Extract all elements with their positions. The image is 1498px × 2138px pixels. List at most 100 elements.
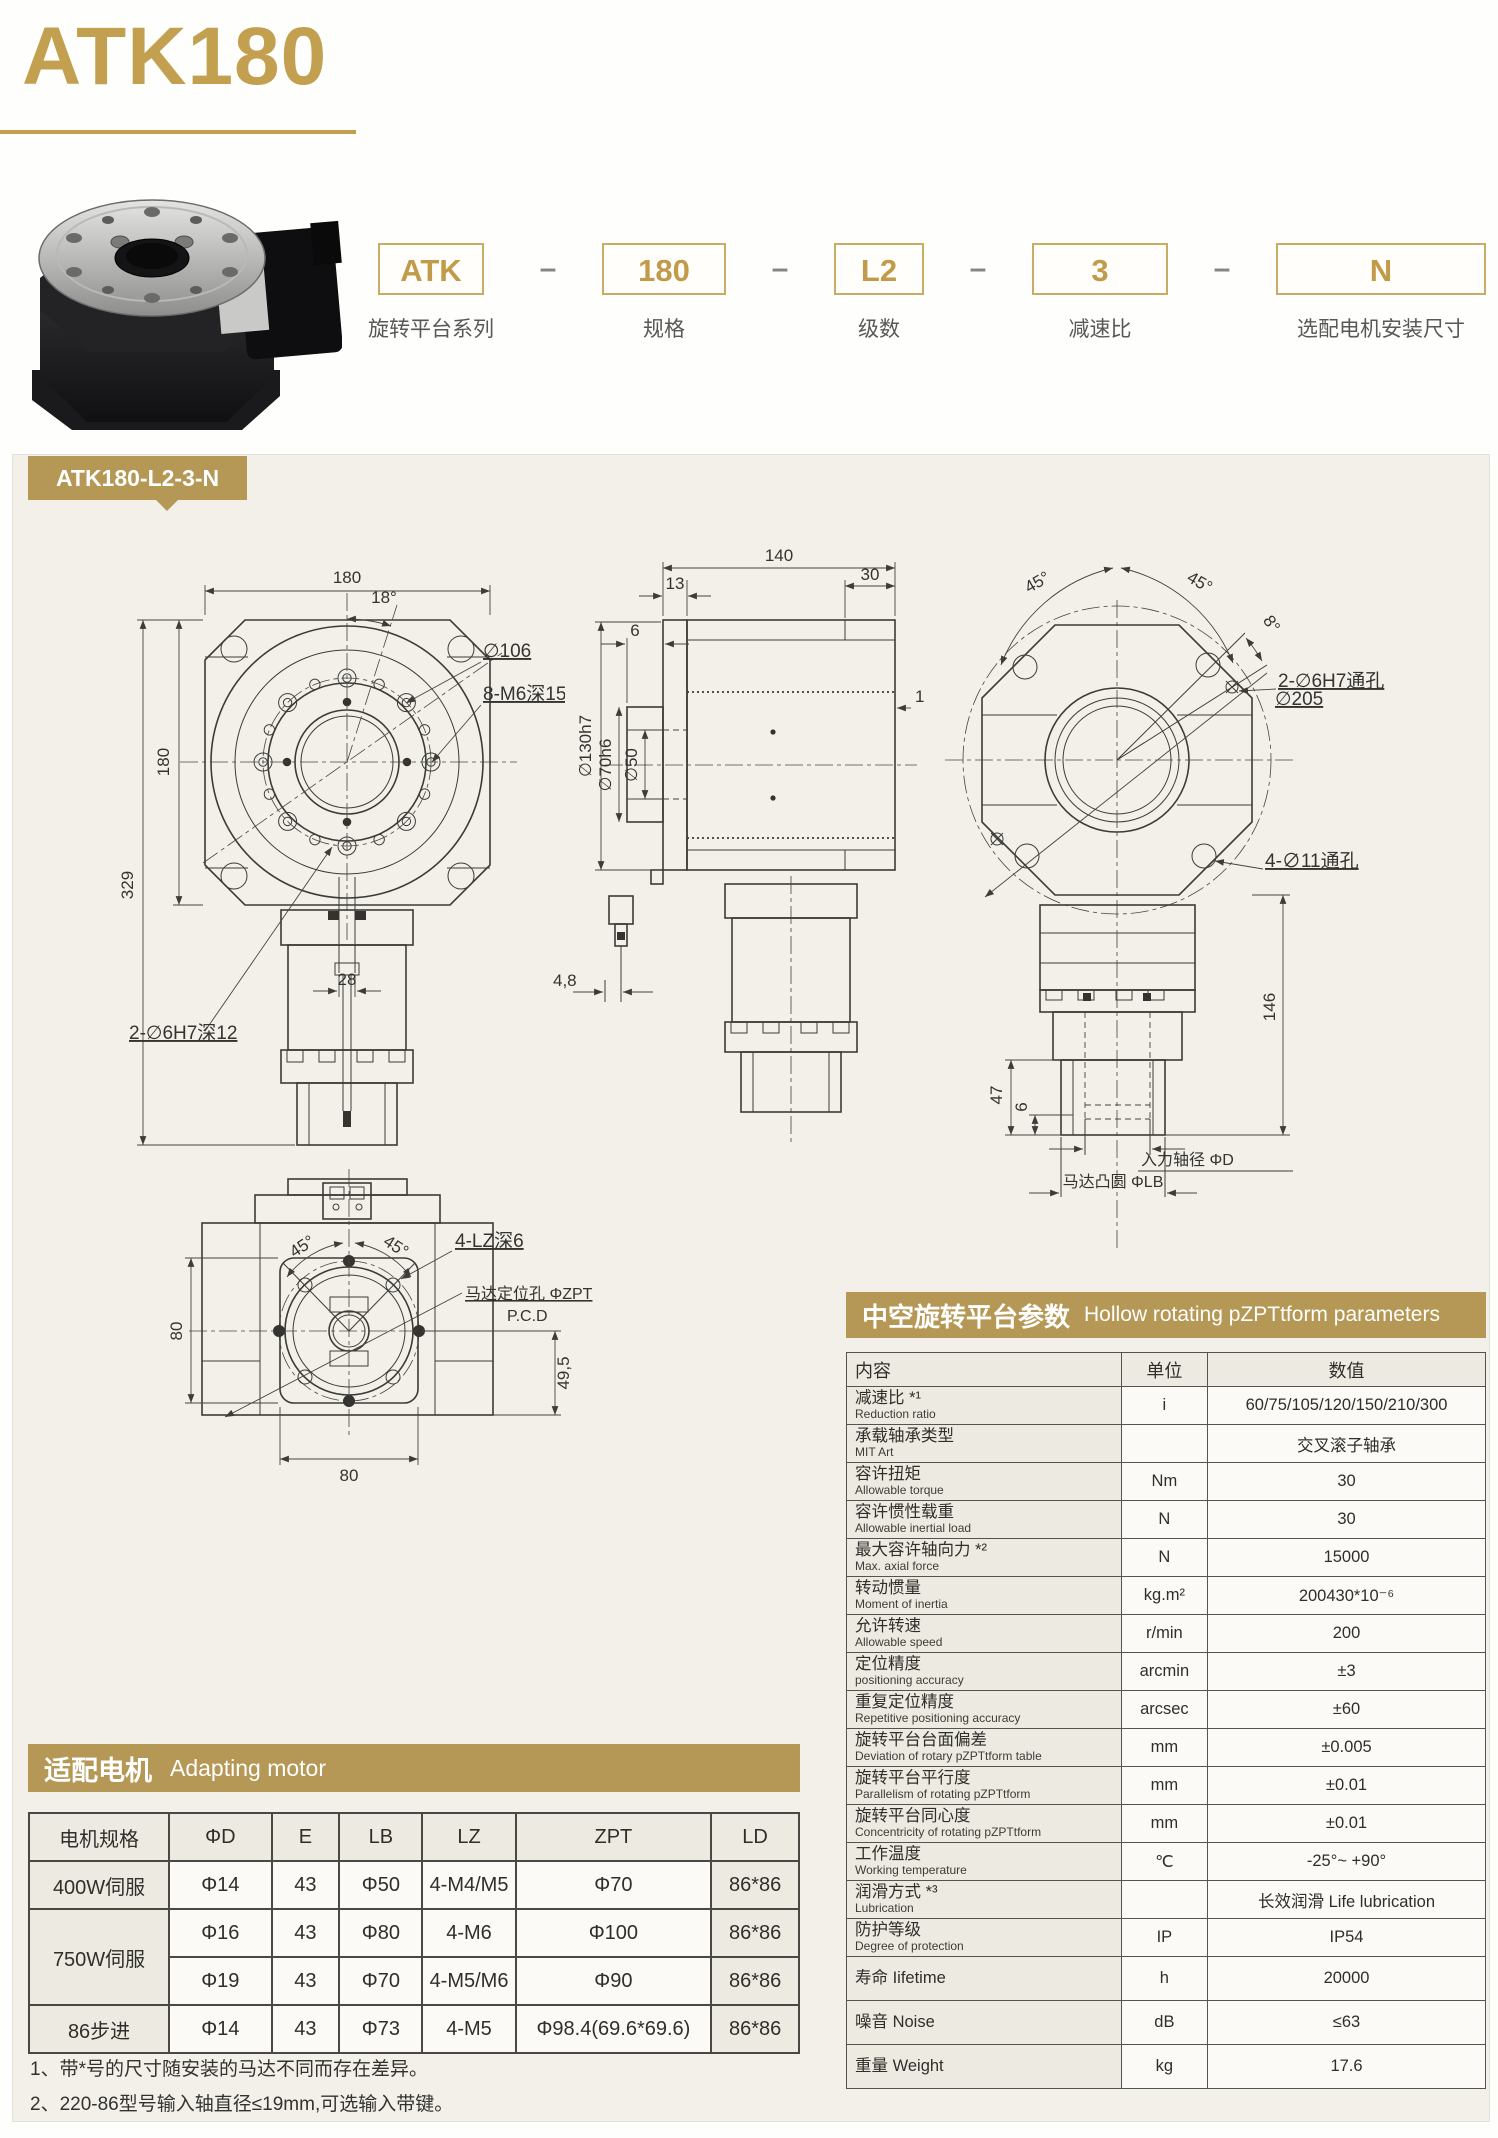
param-value: 17.6: [1207, 2044, 1486, 2089]
motor-d: Φ19: [168, 1956, 273, 2006]
motor-lz: 4-M5: [421, 2004, 517, 2054]
drawing-geometry: [137, 585, 517, 1146]
motor-col-e: E: [270, 1812, 341, 1862]
model-code-segment: ATK 旋转平台系列: [368, 243, 494, 343]
dim-label: 28: [338, 970, 357, 989]
dim-label: 146: [1260, 993, 1279, 1021]
param-value: IP54: [1207, 1918, 1486, 1957]
dim-label: 18°: [371, 588, 397, 607]
motor-row: Φ19 43 Φ70 4-M5/M6 Φ90 86*86: [29, 1956, 800, 2006]
code-box-motor-mount: N: [1276, 243, 1486, 295]
product-photo: [32, 199, 342, 430]
code-label-stages: 级数: [858, 318, 900, 341]
param-unit: mm: [1120, 1766, 1209, 1805]
motor-title-zh: 适配电机: [44, 1755, 152, 1786]
motor-zpt: Φ70: [514, 1860, 713, 1910]
param-value: ±0.01: [1207, 1804, 1486, 1843]
param-unit: IP: [1120, 1918, 1209, 1957]
footnote-1: 1、带*号的尺寸随安装的马达不同而存在差异。: [30, 2059, 428, 2080]
motor-lz: 4-M6: [421, 1908, 517, 1958]
param-unit: i: [1120, 1386, 1209, 1425]
param-unit: N: [1120, 1538, 1209, 1577]
param-unit: kg.m²: [1120, 1576, 1209, 1615]
dim-label: 6: [1012, 1102, 1031, 1111]
motor-lz: 4-M5/M6: [421, 1956, 517, 2006]
dim-label: 45°: [1184, 568, 1216, 597]
motor-lb: Φ73: [338, 2004, 424, 2054]
dash-separator: –: [771, 252, 789, 285]
model-code: ATK 旋转平台系列 – 180 规格 – L2 级数 – 3 减速比 – N …: [368, 243, 1486, 343]
code-box-ratio: 3: [1032, 243, 1168, 295]
dim-label: 49,5: [554, 1356, 573, 1389]
dim-label: 45°: [380, 1231, 412, 1261]
param-value: 200: [1207, 1614, 1486, 1653]
dim-label: 8-M6深15: [483, 683, 565, 705]
title-underline: [0, 130, 356, 134]
motor-lz: 4-M4/M5: [421, 1860, 517, 1910]
param-col-content: 内容: [846, 1352, 1122, 1387]
dim-label: 4,8: [553, 971, 577, 990]
motor-zpt: Φ90: [514, 1956, 713, 2006]
motor-ld: 86*86: [710, 1956, 800, 2006]
param-value: 15000: [1207, 1538, 1486, 1577]
dim-label: 1: [915, 687, 924, 706]
dimension-labels: 45° 45° 4-LZ深6 马达定位孔 ΦZPT P.C.D 80 80 49…: [167, 1230, 593, 1485]
parameters-title-zh: 中空旋转平台参数: [862, 1301, 1071, 1332]
dimension-labels: 140 13 30 6 ∅130h7 ∅70h6 ∅50 1 4,8: [553, 546, 924, 990]
dimension-labels: 180 18° 180 329 ∅106 8-M6深15 28 2-∅6H7深1…: [118, 568, 565, 1044]
dim-label: 4-∅11通孔: [1265, 850, 1359, 872]
motor-ld: 86*86: [710, 2004, 800, 2054]
dim-label: ∅130h7: [576, 715, 595, 777]
dim-label: 2-∅6H7通孔: [1278, 670, 1384, 692]
motor-d: Φ14: [168, 1860, 273, 1910]
motor-lb: Φ80: [338, 1908, 424, 1958]
dim-label: 329: [118, 871, 137, 899]
motor-e: 43: [270, 2004, 341, 2054]
param-unit: [1120, 1424, 1209, 1463]
param-value: -25°~ +90°: [1207, 1842, 1486, 1881]
motor-spec: 750W伺服: [27, 1908, 171, 2006]
dim-label: 入力轴径 ΦD: [1141, 1151, 1234, 1169]
motor-title-en: Adapting motor: [170, 1754, 326, 1781]
param-value: ≤63: [1207, 2000, 1486, 2045]
dim-label: 45°: [1021, 568, 1053, 597]
model-code-segment: N 选配电机安装尺寸: [1276, 243, 1486, 343]
param-value: 200430*10⁻⁶: [1207, 1576, 1486, 1615]
motor-ld: 86*86: [710, 1860, 800, 1910]
drawing-geometry: [185, 1169, 561, 1465]
param-value: ±3: [1207, 1652, 1486, 1691]
param-name: 寿命 Iifetime: [846, 1956, 1122, 2001]
footnote-2: 2、220-86型号输入轴直径≤19mm,可选输入带键。: [30, 2094, 454, 2116]
param-name: 噪音 Noise: [846, 2000, 1122, 2045]
motor-col-ld: LD: [710, 1812, 800, 1862]
dash-separator: –: [969, 252, 987, 285]
motor-col-zpt: ZPT: [514, 1812, 713, 1862]
param-value: ±0.01: [1207, 1766, 1486, 1805]
dim-label: 140: [765, 546, 793, 565]
code-box-stages: L2: [834, 243, 924, 295]
drawing-geometry: [945, 566, 1293, 1250]
dim-label: 180: [154, 748, 173, 776]
param-value: 30: [1207, 1500, 1486, 1539]
motor-col-d: ΦD: [168, 1812, 273, 1862]
dim-label: 13: [666, 574, 685, 593]
dim-label: 180: [333, 568, 361, 587]
dim-label: ∅106: [483, 641, 531, 662]
param-unit: h: [1120, 1956, 1209, 2001]
